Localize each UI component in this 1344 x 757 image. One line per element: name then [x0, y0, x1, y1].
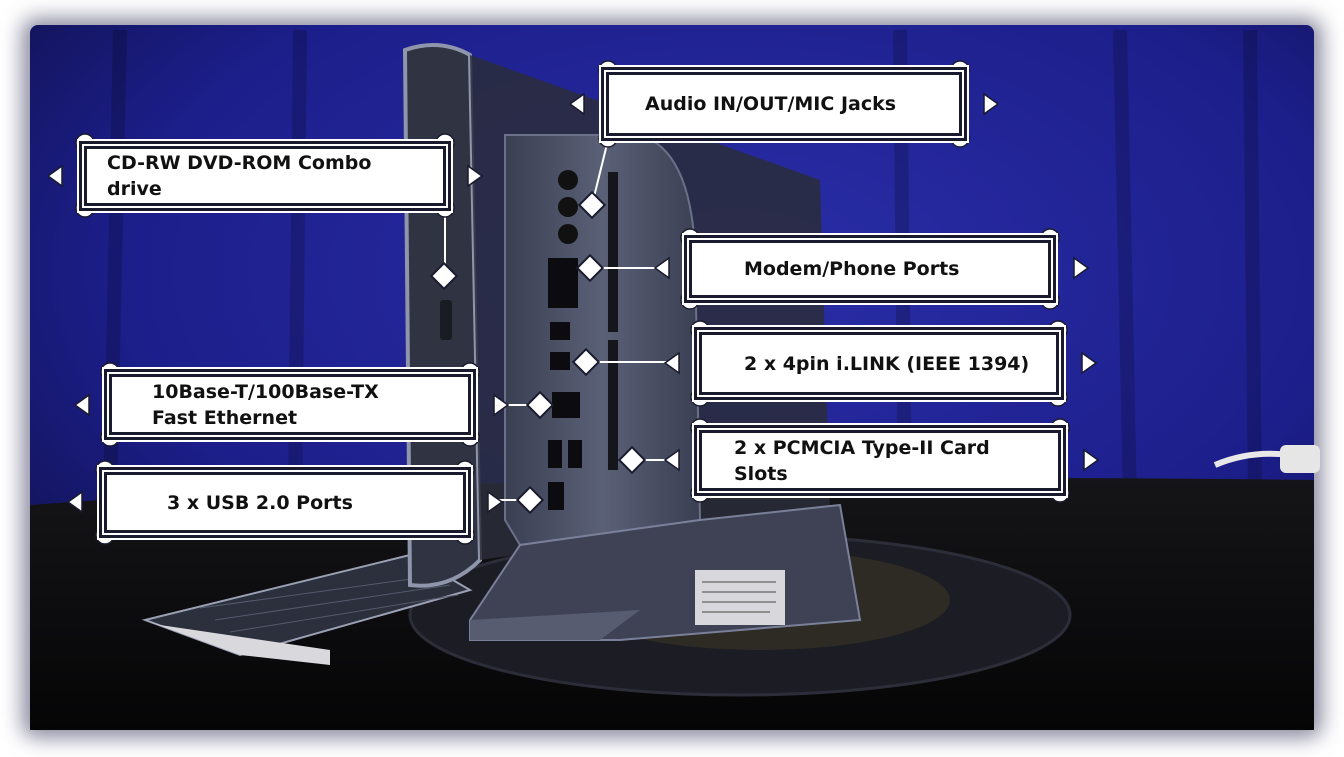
- label-ethernet-text: 10Base-T/100Base-TX Fast Ethernet: [152, 380, 379, 429]
- connector-diamond-icon: [429, 190, 647, 515]
- pcmcia-slot-1: [608, 172, 618, 332]
- cd-drive-slot: [440, 300, 452, 340]
- keyboard-edge: [145, 620, 330, 665]
- ieee1394-port-2: [550, 352, 570, 370]
- ornament-side-icon: [46, 92, 1100, 514]
- usb-port-1: [548, 440, 562, 468]
- spec-sticker: [695, 570, 785, 625]
- usb-port-2: [568, 440, 582, 468]
- stand-foot: [470, 610, 640, 640]
- label-cd-drive-text: CD-RW DVD-ROM Combo drive: [107, 152, 372, 200]
- label-ilink-ports: 2 x 4pin i.LINK (IEEE 1394): [697, 330, 1061, 397]
- audio-jacks: [558, 170, 578, 244]
- modem-ports: [548, 258, 578, 308]
- keyboard-keys: [199, 574, 459, 633]
- port-panel: [504, 134, 702, 547]
- label-usb-ports: 3 x USB 2.0 Ports: [102, 470, 468, 535]
- label-pcmcia-slots: 2 x PCMCIA Type-II Card Slots: [697, 428, 1063, 493]
- label-ilink-ports-text: 2 x 4pin i.LINK (IEEE 1394): [744, 352, 1030, 375]
- cable-plug: [1280, 445, 1320, 473]
- label-audio-jacks-text: Audio IN/OUT/MIC Jacks: [645, 93, 897, 115]
- usb-port-3: [548, 482, 564, 510]
- label-usb-ports-text: 3 x USB 2.0 Ports: [167, 491, 353, 514]
- pcmcia-slot-2: [608, 340, 618, 470]
- label-audio-jacks: Audio IN/OUT/MIC Jacks: [604, 70, 964, 138]
- label-ethernet: 10Base-T/100Base-TX Fast Ethernet: [107, 372, 473, 437]
- label-modem-ports-text: Modem/Phone Ports: [744, 258, 960, 280]
- ieee1394-port-1: [550, 322, 570, 340]
- ethernet-port: [552, 392, 580, 418]
- label-modem-ports: Modem/Phone Ports: [687, 238, 1053, 300]
- label-pcmcia-slots-text: 2 x PCMCIA Type-II Card Slots: [734, 436, 990, 485]
- label-cd-drive: CD-RW DVD-ROM Combo drive: [82, 144, 448, 208]
- spec-sticker-lines: [702, 581, 776, 613]
